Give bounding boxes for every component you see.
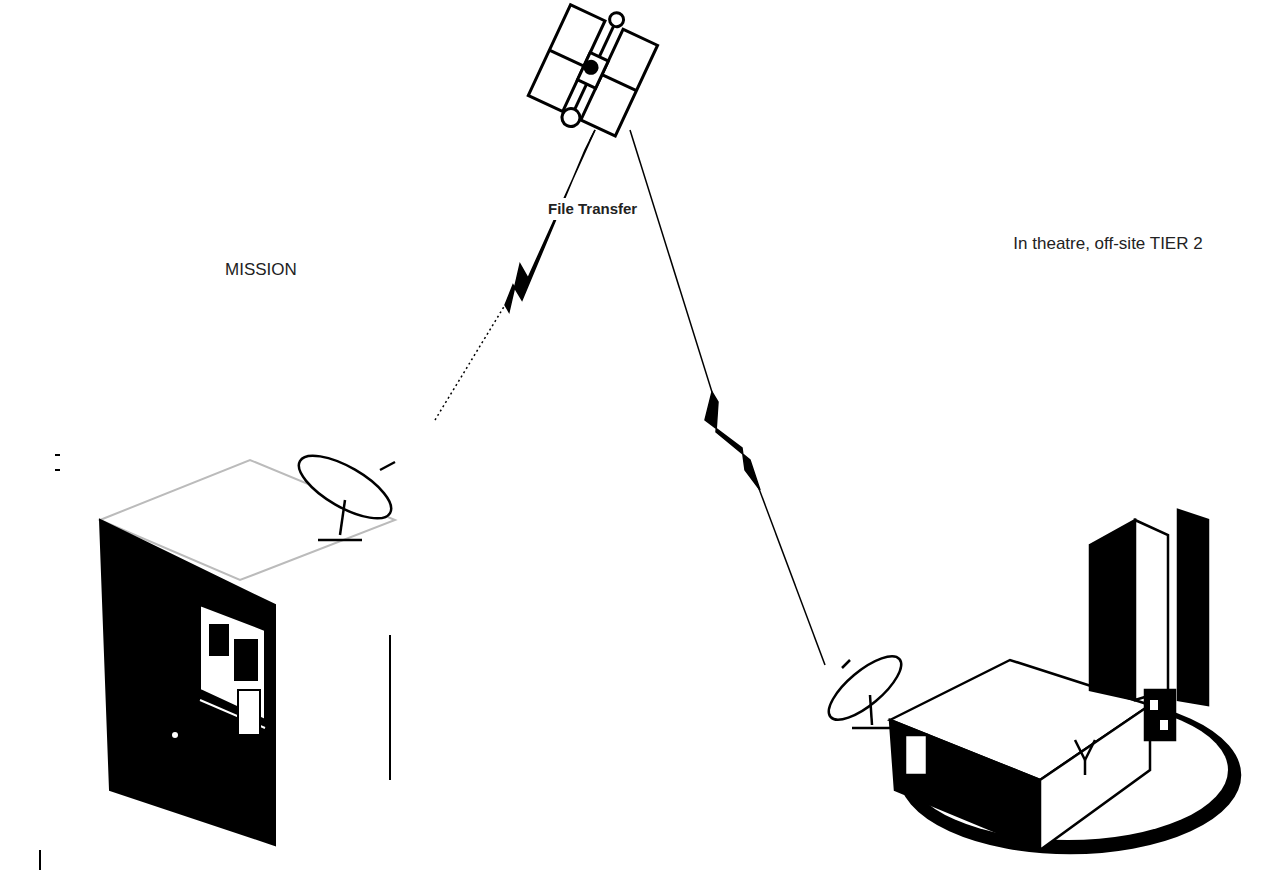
mission-building [40,455,395,870]
tier2-building [890,510,1240,853]
satellite-dish [290,444,400,540]
radio-link [435,130,825,665]
satellite [524,0,663,146]
site-label: In theatre, off-site TIER 2 [1010,232,1206,257]
satellite-dish [820,646,911,730]
link-label: File Transfer [545,198,640,220]
site-label: MISSION [222,258,300,283]
